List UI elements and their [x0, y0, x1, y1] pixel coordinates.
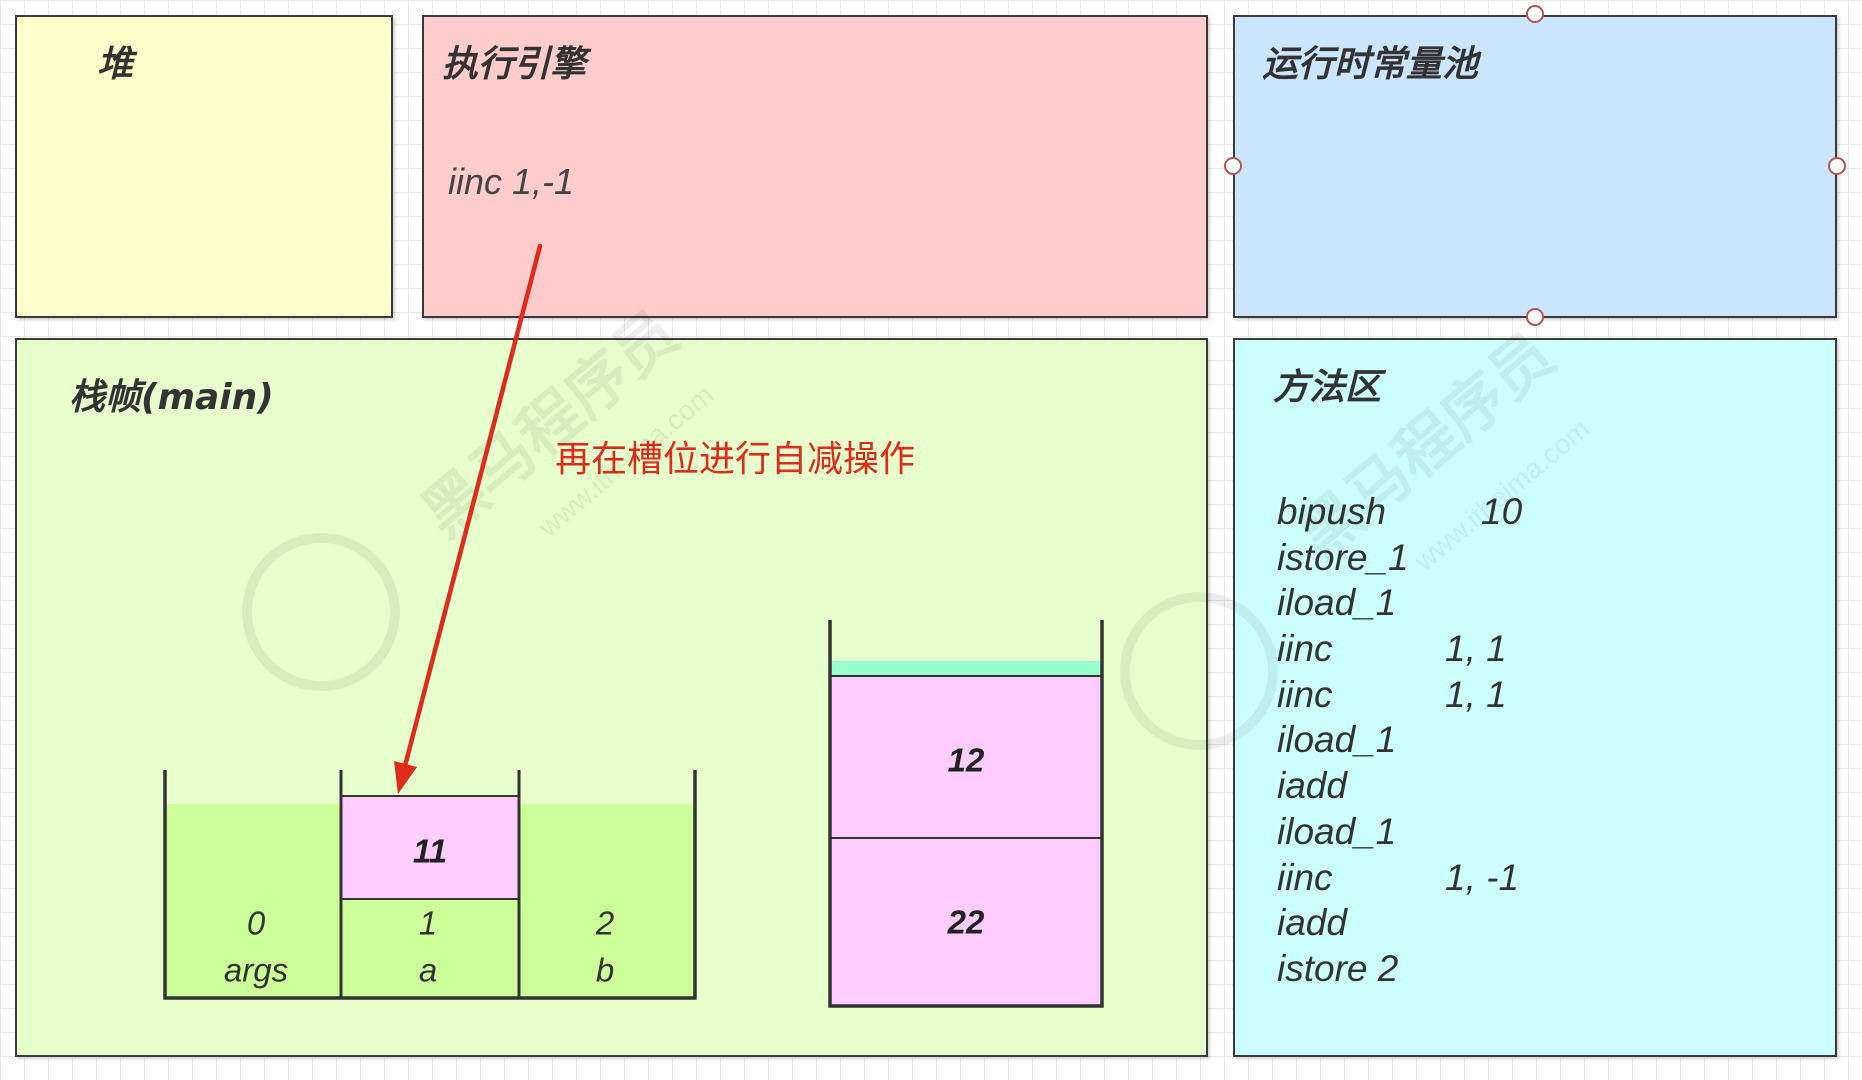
bytecode-op: istore_1 [1277, 536, 1409, 578]
annotation-text: 再在槽位进行自减操作 [555, 439, 916, 480]
bytecode-op: iinc [1277, 856, 1333, 898]
bytecode-op: iadd [1277, 765, 1347, 807]
bytecode-op: iadd [1277, 902, 1347, 944]
bytecode-op: iinc [1277, 628, 1333, 670]
bytecode-line: iinc 1, 1 [1277, 672, 1797, 718]
heap-box[interactable]: 堆 [15, 15, 393, 318]
bytecode-line: istore 2 [1277, 946, 1797, 992]
resize-handle-bottom[interactable] [1526, 308, 1544, 326]
resize-handle-right[interactable] [1828, 157, 1846, 175]
resize-handle-left[interactable] [1224, 157, 1242, 175]
bytecode-op: iload_1 [1277, 810, 1397, 852]
bytecode-arg: 10 [1481, 491, 1523, 532]
bytecode-line: iload_1 [1277, 580, 1797, 626]
selection-handles [1224, 5, 1846, 326]
heap-title: 堆 [97, 44, 134, 85]
execution-engine-title: 执行引擎 [442, 44, 587, 85]
execution-engine-box[interactable]: 执行引擎 iinc 1,-1 [422, 15, 1208, 318]
bytecode-line: iload_1 [1277, 717, 1797, 763]
resize-handle-top[interactable] [1526, 5, 1544, 23]
bytecode-op: iinc [1277, 673, 1333, 715]
bytecode-op: bipush [1277, 491, 1387, 532]
method-area-box[interactable]: 方法区 bipush 10 istore_1 iload_1 iinc 1, 1… [1233, 338, 1837, 1057]
bytecode-line: istore_1 [1277, 535, 1797, 581]
bytecode-arg: 1, 1 [1445, 673, 1507, 715]
bytecode-line: iadd [1277, 900, 1797, 946]
stack-frame-title: 栈帧(main) [69, 377, 274, 418]
bytecode-arg: 1, 1 [1445, 628, 1507, 670]
runtime-constant-pool-box[interactable]: 运行时常量池 [1233, 15, 1837, 318]
current-instruction: iinc 1,-1 [448, 161, 575, 202]
bytecode-line: iadd [1277, 763, 1797, 809]
bytecode-list: bipush 10 istore_1 iload_1 iinc 1, 1 iin… [1277, 489, 1797, 992]
bytecode-line: iinc 1, -1 [1277, 855, 1797, 901]
bytecode-op: iload_1 [1277, 582, 1397, 624]
bytecode-op: istore 2 [1277, 947, 1399, 989]
method-area-title: 方法区 [1273, 367, 1382, 408]
bytecode-op: iload_1 [1277, 719, 1397, 761]
bytecode-line: bipush 10 [1277, 489, 1797, 535]
runtime-constant-pool-title: 运行时常量池 [1262, 44, 1479, 85]
bytecode-line: iload_1 [1277, 809, 1797, 855]
bytecode-arg: 1, -1 [1445, 856, 1520, 898]
bytecode-line: iinc 1, 1 [1277, 626, 1797, 672]
